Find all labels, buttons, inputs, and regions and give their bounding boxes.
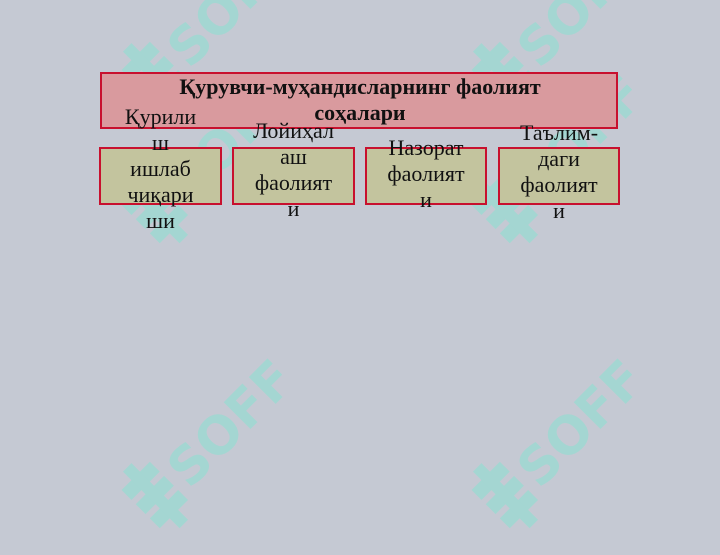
watermark-logo: SOFF — [430, 300, 680, 550]
label-line: Лойиҳал — [253, 118, 334, 143]
diagram-title: Қурувчи-муҳандисларнинг фаолият соҳалари — [120, 74, 600, 126]
label-line: и — [287, 196, 300, 221]
label-line: ши — [146, 208, 175, 233]
diagram-title-line: Қурувчи-муҳандисларнинг фаолият — [179, 74, 541, 99]
label-line: даги — [538, 146, 580, 171]
label-line: чиқари — [127, 182, 194, 207]
activity-label-supervision: Назорат фаолият и — [365, 135, 487, 213]
watermark-logo: SOFF — [80, 300, 330, 550]
activity-label-design: Лойиҳал аш фаолият и — [232, 118, 355, 222]
label-line: и — [553, 198, 565, 223]
svg-text:SOFF: SOFF — [156, 0, 306, 79]
label-line: аш — [280, 144, 307, 169]
label-line: фаолият — [520, 172, 598, 197]
activity-label-construction: Қурили ш ишлаб чиқари ши — [99, 104, 222, 234]
label-line: Таълим- — [519, 120, 599, 145]
label-line: фаолият — [254, 170, 333, 195]
activity-box-education — [498, 147, 620, 205]
label-line: Қурили — [124, 104, 197, 129]
diagram-title-box — [100, 72, 618, 129]
label-line: ишлаб — [130, 156, 191, 181]
label-line: ш — [152, 130, 169, 155]
svg-text:SOFF: SOFF — [506, 0, 656, 79]
activity-box-construction — [99, 147, 222, 205]
label-line: Назорат — [388, 135, 464, 160]
diagram-title-line: соҳалари — [314, 100, 406, 125]
label-line: фаолият — [387, 161, 465, 186]
svg-text:SOFF: SOFF — [506, 349, 656, 499]
label-line: и — [420, 187, 432, 212]
activity-box-supervision — [365, 147, 487, 205]
activity-label-education: Таълим- даги фаолият и — [498, 120, 620, 224]
svg-text:SOFF: SOFF — [156, 349, 306, 499]
activity-box-design — [232, 147, 355, 205]
